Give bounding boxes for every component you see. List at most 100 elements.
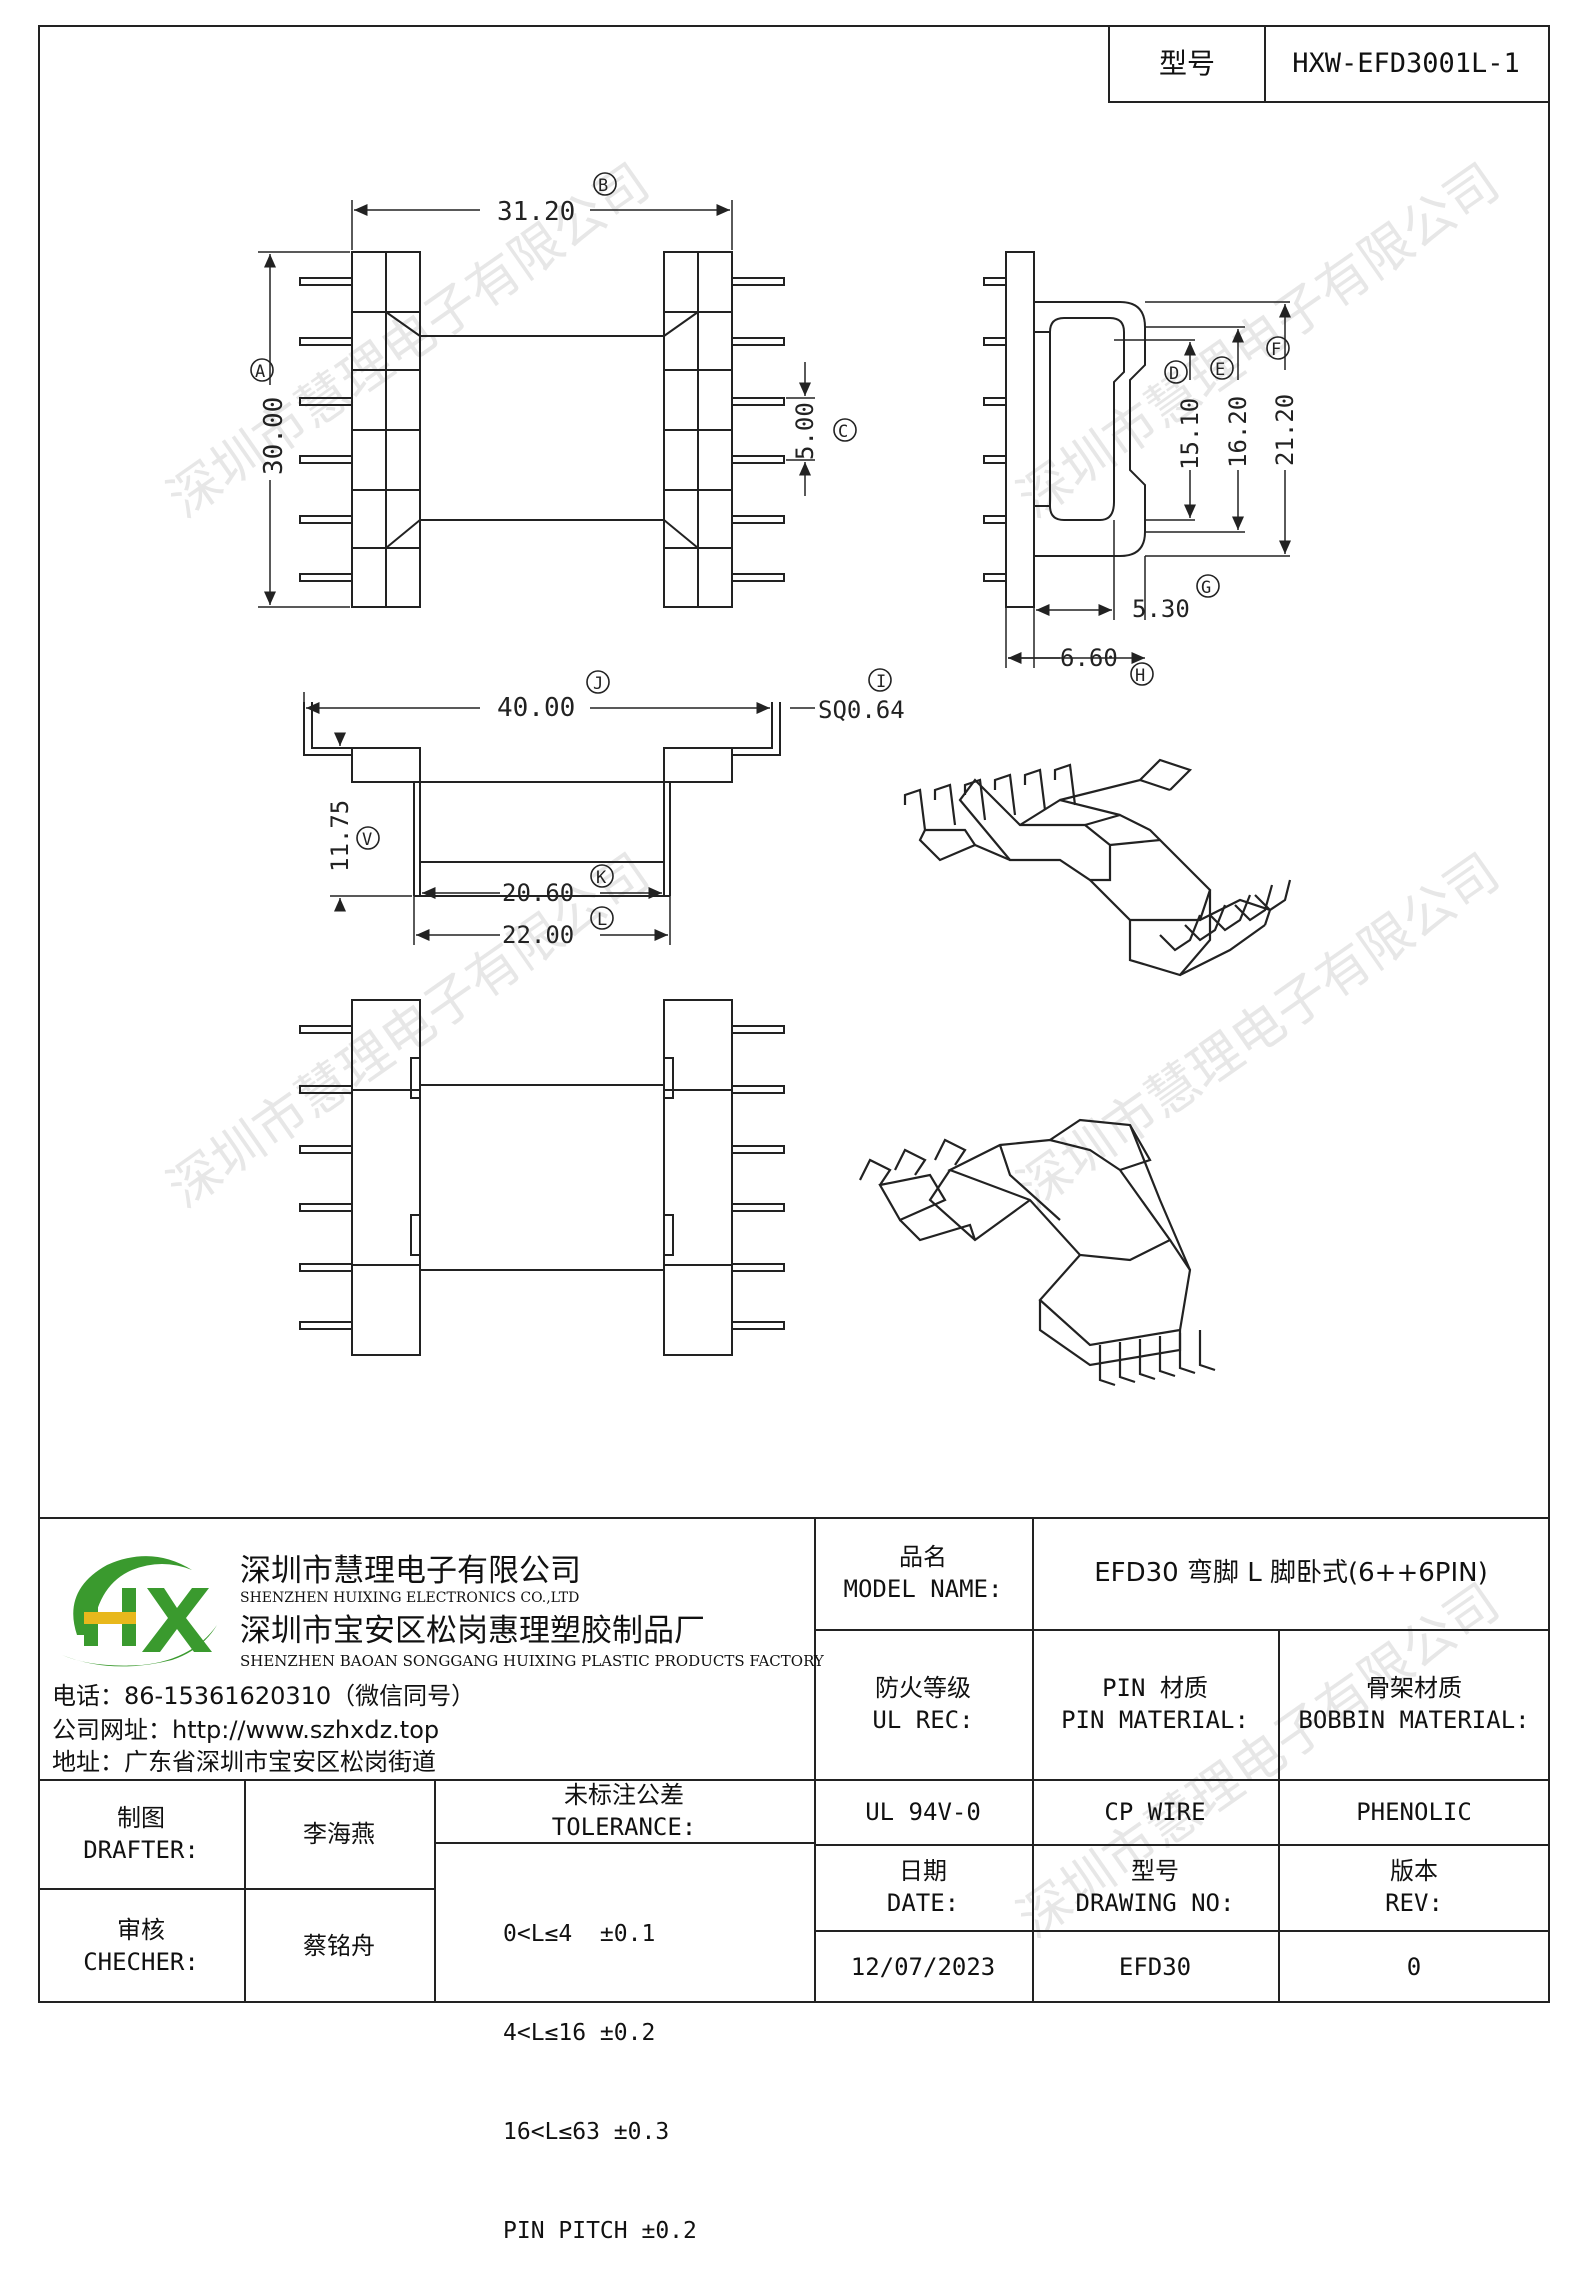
date-label-cn: 日期	[899, 1857, 947, 1885]
checker-label-cell: 审核 CHECHER:	[38, 1888, 244, 2003]
checker-name-cell: 蔡铭舟	[244, 1888, 434, 2003]
date-label-en: DATE:	[886, 1889, 960, 1917]
drawing-no-label-cn: 型号	[1131, 1857, 1179, 1885]
header-model-label-cell: 型号	[1108, 25, 1266, 103]
dim-f-marker: F	[1271, 340, 1281, 360]
dim-j-marker: J	[593, 674, 603, 694]
header-model-value: HXW-EFD3001L-1	[1292, 48, 1520, 79]
drafter-name-cell: 李海燕	[244, 1779, 434, 1888]
technical-drawing: 31.20 B 30.00 A 5.00 C	[250, 172, 1299, 1387]
ul-value-cell: UL 94V-0	[814, 1779, 1032, 1844]
rev-value: 0	[1406, 1952, 1422, 1981]
dim-g-marker: G	[1201, 578, 1211, 598]
dim-d-text: 15.10	[1176, 398, 1204, 470]
title-block-top-line	[38, 1517, 1550, 1519]
rev-label-cn: 版本	[1390, 1857, 1438, 1885]
bobbin-material-value-cell: PHENOLIC	[1278, 1779, 1550, 1844]
tolerance-list: 0<L≤4 ±0.1 4<L≤16 ±0.2 16<L≤63 ±0.3 PIN …	[503, 1852, 803, 2281]
dim-h-marker: H	[1135, 666, 1145, 686]
bobbin-material-value: PHENOLIC	[1356, 1797, 1472, 1826]
company-address: 地址：广东省深圳市宝安区松岗街道	[52, 1748, 436, 1776]
title-row-line-6	[434, 1842, 814, 1844]
dim-k-marker: K	[596, 868, 607, 888]
dim-e-marker: E	[1215, 360, 1225, 380]
date-value: 12/07/2023	[850, 1952, 996, 1981]
company-name-cn: 深圳市慧理电子有限公司	[240, 1553, 581, 1589]
dim-c-marker: C	[838, 422, 848, 442]
dim-d-marker: D	[1169, 364, 1179, 384]
pin-material-label-cell: PIN 材质 PIN MATERIAL:	[1032, 1629, 1278, 1779]
model-name-label-en: MODEL NAME:	[843, 1575, 1003, 1603]
model-name-label-cn: 品名	[899, 1543, 947, 1571]
plan-view-top	[258, 200, 815, 608]
pin-material-value: CP WIRE	[1104, 1797, 1206, 1826]
tolerance-line-4: PIN PITCH ±0.2	[503, 2218, 697, 2244]
title-col-line-5	[434, 1779, 436, 2003]
dim-l-text: 22.00	[502, 921, 574, 949]
company-name-en: SHENZHEN HUIXING ELECTRONICS CO.,LTD	[240, 1590, 580, 1606]
dim-k-text: 20.60	[502, 879, 574, 907]
dim-j-text: 40.00	[497, 693, 575, 723]
factory-name-cn: 深圳市宝安区松岗惠理塑胶制品厂	[240, 1613, 705, 1649]
dim-l-marker: L	[597, 910, 607, 930]
model-name-label-cell: 品名 MODEL NAME:	[814, 1517, 1032, 1629]
title-row-line-4	[38, 1888, 434, 1890]
ul-label-en: UL REC:	[872, 1706, 974, 1734]
dim-b-marker: B	[598, 176, 608, 196]
pin-material-value-cell: CP WIRE	[1032, 1779, 1278, 1844]
tolerance-label-cn: 未标注公差	[564, 1780, 684, 1809]
date-label-cell: 日期 DATE:	[814, 1844, 1032, 1930]
dim-f-text: 21.20	[1271, 394, 1299, 466]
dim-i-text: SQ0.64	[818, 696, 905, 724]
title-col-line-2	[1032, 1517, 1034, 2003]
isometric-view-bottom	[859, 1118, 1216, 1387]
date-value-cell: 12/07/2023	[814, 1930, 1032, 2003]
checker-label-cn: 审核	[117, 1915, 165, 1944]
side-view	[983, 251, 1291, 668]
dim-v-text: 11.75	[326, 800, 354, 872]
drafter-label-cell: 制图 DRAFTER:	[38, 1779, 244, 1888]
title-row-line-5	[814, 1930, 1550, 1932]
title-row-line-1	[814, 1629, 1550, 1631]
drawing-no-value-cell: EFD30	[1032, 1930, 1278, 2003]
company-phone: 电话：86-15361620310（微信同号）	[52, 1682, 476, 1710]
front-view	[303, 692, 815, 945]
factory-name-en: SHENZHEN BAOAN SONGGANG HUIXING PLASTIC …	[240, 1652, 824, 1670]
title-row-line-2	[38, 1779, 1550, 1781]
company-website: 公司网址：http://www.szhxdz.top	[52, 1716, 440, 1744]
ul-value: UL 94V-0	[865, 1797, 981, 1826]
model-name-value-cell: EFD30 弯脚 L 脚卧式(6++6PIN)	[1032, 1517, 1550, 1629]
logo-text: HX	[52, 1540, 54, 1541]
rev-label-cell: 版本 REV:	[1278, 1844, 1550, 1930]
drawing-no-value: EFD30	[1118, 1952, 1192, 1981]
tolerance-label-cell: 未标注公差 TOLERANCE:	[434, 1779, 814, 1842]
title-col-line-4	[244, 1779, 246, 2003]
rev-label-en: REV:	[1385, 1889, 1443, 1917]
pin-material-label-en: PIN MATERIAL:	[1061, 1706, 1249, 1734]
dim-a-marker: A	[255, 362, 265, 382]
ul-label-cell: 防火等级 UL REC:	[814, 1629, 1032, 1779]
tolerance-line-3: 16<L≤63 ±0.3	[503, 2119, 670, 2145]
bobbin-material-label-cell: 骨架材质 BOBBIN MATERIAL:	[1278, 1629, 1550, 1779]
company-logo: HX	[52, 1540, 217, 1667]
dim-g-text: 5.30	[1132, 595, 1190, 623]
dim-c-text: 5.00	[791, 402, 819, 460]
pin-material-label-cn: PIN 材质	[1102, 1674, 1208, 1702]
dim-b-text: 31.20	[497, 197, 575, 227]
dim-v-marker: V	[362, 830, 372, 850]
dim-a-text: 30.00	[259, 397, 289, 475]
drawing-no-label-cell: 型号 DRAWING NO:	[1032, 1844, 1278, 1930]
header-model-value-cell: HXW-EFD3001L-1	[1264, 25, 1550, 103]
plan-view-bottom	[299, 999, 785, 1356]
checker-name: 蔡铭舟	[303, 1931, 375, 1960]
checker-label-en: CHECHER:	[83, 1947, 199, 1976]
header-model-label: 型号	[1158, 47, 1215, 80]
drafter-label-cn: 制图	[117, 1803, 165, 1832]
ul-label-cn: 防火等级	[875, 1674, 971, 1702]
dim-e-text: 16.20	[1224, 396, 1252, 468]
isometric-view-top	[903, 758, 1292, 977]
title-col-line-3	[1278, 1629, 1280, 2003]
title-row-line-3	[814, 1844, 1550, 1846]
dim-i-marker: I	[876, 672, 886, 692]
model-name-value: EFD30 弯脚 L 脚卧式(6++6PIN)	[1094, 1558, 1488, 1588]
